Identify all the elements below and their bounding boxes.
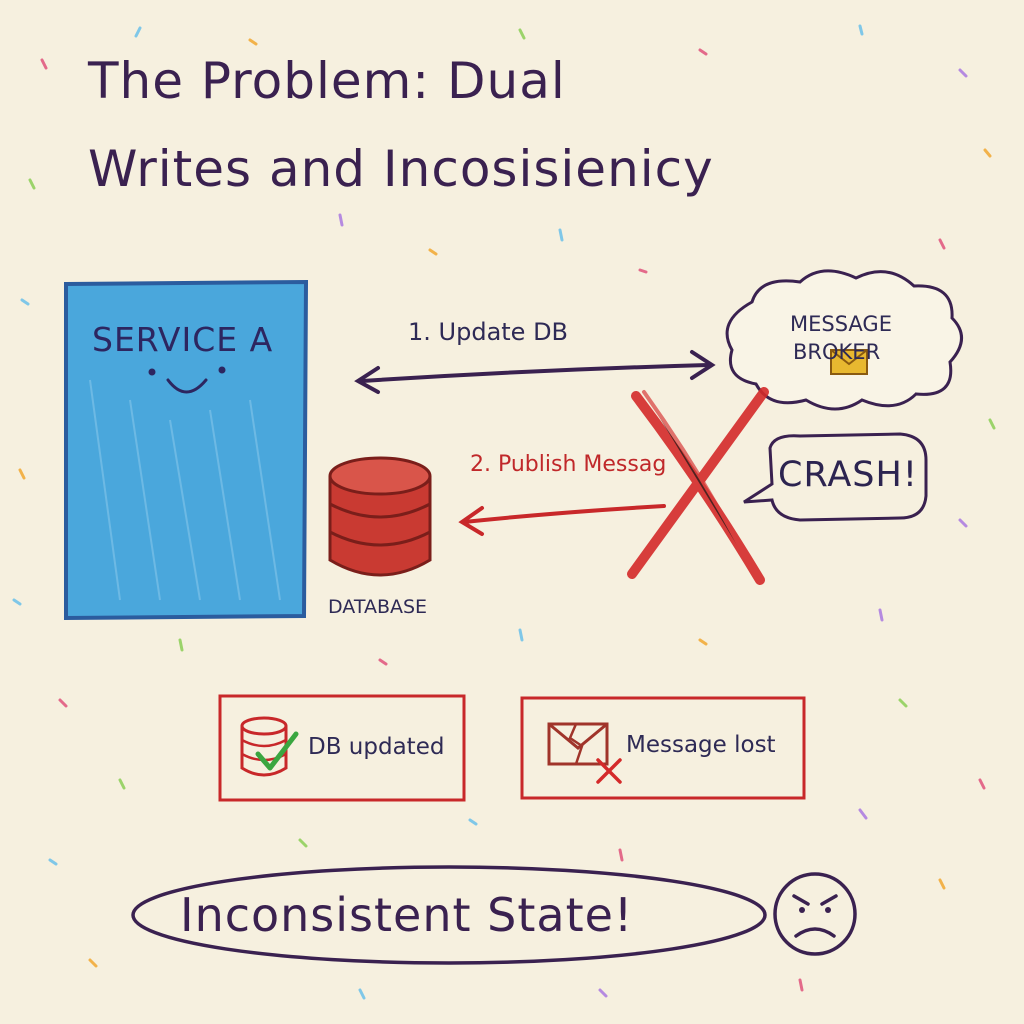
db-updated-label: DB updated [308,734,444,760]
message-broker-label-line-2: BROKER [793,340,880,364]
database-check-icon [242,718,296,775]
message-lost-label: Message lost [626,732,776,758]
message-broker-label-line-1: MESSAGE [790,312,892,336]
database-label: DATABASE [328,596,427,618]
step-2-label: 2. Publish Messag [470,452,666,477]
database-cylinder-icon [330,458,430,575]
frowning-face-icon [775,874,855,954]
inconsistent-state-label: Inconsistent State! [180,888,633,942]
crash-label: CRASH! [778,455,918,495]
update-db-arrow [358,352,712,392]
step-1-label: 1. Update DB [408,318,568,346]
service-a-label: SERVICE A [92,320,273,359]
publish-message-arrow [462,506,664,534]
crash-x-icon [632,392,764,580]
broken-envelope-icon [549,724,620,782]
